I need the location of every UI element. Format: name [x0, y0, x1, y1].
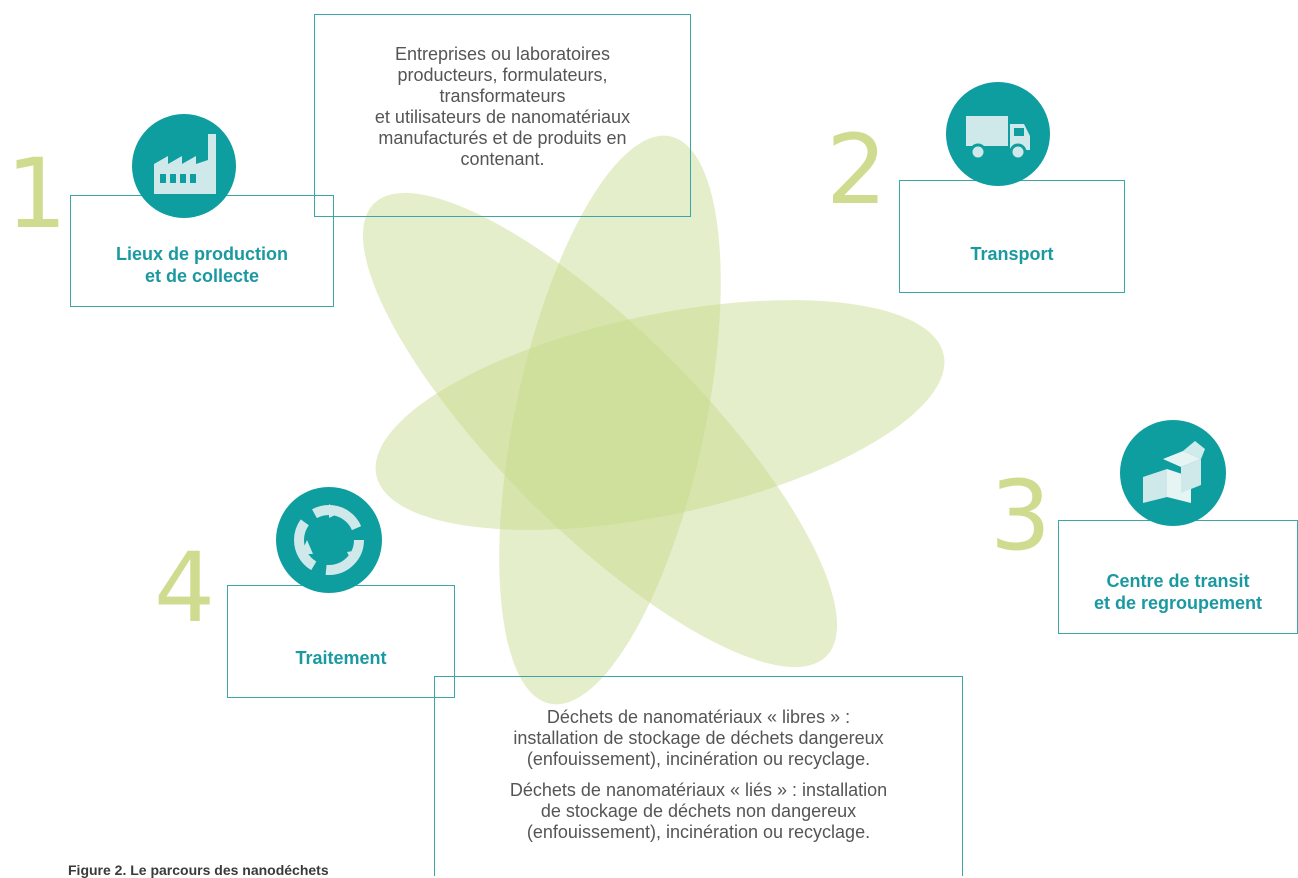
petal-1	[499, 135, 721, 705]
waste-para1-line3: (enfouissement), incinération ou recycla…	[526, 749, 871, 769]
producers-line-4: et utilisateurs de nanomatériaux	[374, 107, 631, 127]
stage-label-3-line1: Centre de transit	[1106, 571, 1250, 591]
waste-para1-line1: Déchets de nanomatériaux « libres » :	[546, 707, 851, 727]
stage-number-2: 2	[826, 114, 888, 226]
figure-caption: Figure 2. Le parcours des nanodéchets	[68, 862, 329, 878]
recycle-icon	[276, 487, 382, 593]
stage-number-1: 1	[6, 138, 68, 250]
waste-para2-line1: Déchets de nanomatériaux « liés » : inst…	[509, 780, 888, 800]
petal-2	[362, 192, 838, 668]
producers-line-6: contenant.	[460, 149, 545, 169]
waste-text: Déchets de nanomatériaux « libres » : in…	[434, 707, 963, 843]
stage-label-4-line1: Traitement	[295, 648, 387, 668]
truck-icon	[946, 82, 1050, 186]
producers-line-1: Entreprises ou laboratoires	[394, 44, 611, 64]
waste-para2-line3: (enfouissement), incinération ou recycla…	[526, 822, 871, 842]
producers-box	[314, 14, 691, 217]
stage-label-4: Traitement	[227, 647, 455, 669]
stage-label-1: Lieux de production et de collecte	[70, 243, 334, 287]
stage-label-3-line2: et de regroupement	[1093, 593, 1263, 613]
producers-line-3: transformateurs	[439, 86, 566, 106]
stage-label-3: Centre de transit et de regroupement	[1058, 570, 1298, 614]
stage-box-2	[899, 180, 1125, 293]
boxes-icon	[1120, 420, 1226, 526]
stage-number-3: 3	[990, 460, 1052, 572]
stage-label-2: Transport	[899, 243, 1125, 265]
stage-label-1-line1: Lieux de production	[115, 244, 288, 264]
producers-text: Entreprises ou laboratoires producteurs,…	[314, 44, 691, 170]
stage-box-4	[227, 585, 455, 698]
petal-3	[375, 300, 945, 530]
stage-number-4: 4	[154, 532, 216, 644]
stage-label-1-line2: et de collecte	[144, 266, 260, 286]
waste-para2-line2: de stockage de déchets non dangereux	[540, 801, 857, 821]
producers-line-2: producteurs, formulateurs,	[397, 65, 608, 85]
factory-icon	[132, 114, 236, 218]
waste-box	[434, 676, 963, 876]
stage-label-2-line1: Transport	[970, 244, 1054, 264]
producers-line-5: manufacturés et de produits en	[378, 128, 627, 148]
waste-para1-line2: installation de stockage de déchets dang…	[513, 728, 884, 748]
